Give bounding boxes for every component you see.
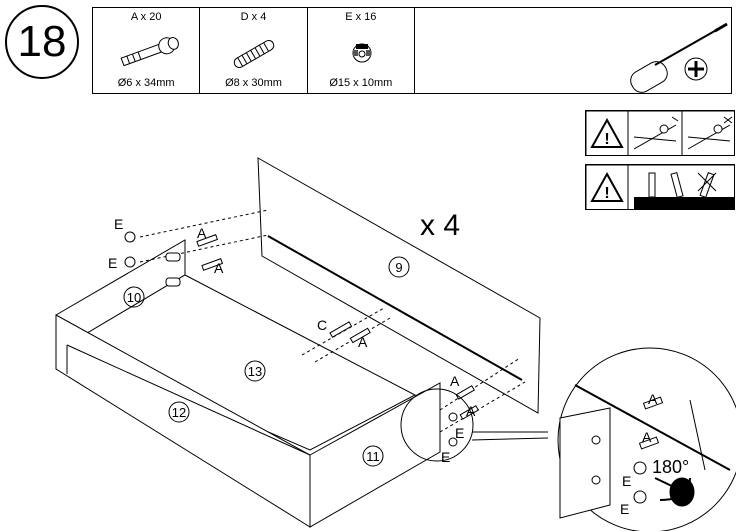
part-e-cell: E x 16 Ø15 x 10mm — [308, 8, 415, 93]
part-d-cell: D x 4 Ø8 x 30mm — [200, 8, 308, 93]
svg-text:!: ! — [604, 185, 609, 202]
panel-13-label: 13 — [248, 364, 262, 379]
zoom-label-a-2: A — [642, 429, 652, 445]
parts-table: A x 20 Ø6 x 34mm D x 4 — [92, 7, 732, 94]
part-e-qty: E x 16 — [345, 11, 377, 23]
panel-11 — [309, 382, 441, 528]
label-a-2: A — [214, 260, 224, 276]
warning-correct-insertion-icon: ! — [585, 110, 735, 156]
part-d-dim: Ø8 x 30mm — [225, 77, 282, 89]
warning-cam-orientation-icon: ! — [585, 164, 735, 210]
part-a-dim: Ø6 x 34mm — [117, 77, 175, 89]
part-d-qty: D x 4 — [240, 11, 267, 23]
label-e-4: E — [441, 449, 450, 465]
label-e-1: E — [114, 216, 123, 232]
label-a-5: A — [466, 403, 476, 419]
label-c: C — [317, 317, 327, 333]
label-e-2: E — [108, 255, 117, 271]
svg-text:!: ! — [604, 131, 609, 148]
label-a-3: A — [358, 334, 368, 350]
rotation-label: 180° — [652, 457, 689, 477]
step-number: 18 — [5, 5, 79, 79]
panel-9-label: 9 — [395, 260, 402, 275]
zoom-label-a-1: A — [648, 391, 658, 407]
wooden-dowel-icon — [234, 40, 275, 68]
cam-lock-icon — [352, 43, 372, 63]
part-a-cell: A x 20 Ø6 x 34mm — [93, 8, 201, 93]
zoom-label-e-2: E — [620, 501, 629, 517]
label-a-4: A — [450, 373, 460, 389]
cam-bolt-icon — [120, 37, 179, 67]
tool-cell — [415, 8, 731, 93]
part-e-dim: Ø15 x 10mm — [329, 77, 393, 89]
zoom-label-e-1: E — [622, 473, 631, 489]
panel-11-label: 11 — [366, 449, 380, 464]
panel-12-label: 12 — [172, 405, 186, 420]
multiplier-label: x 4 — [420, 209, 460, 242]
label-a-1: A — [197, 225, 207, 241]
panel-10-label: 10 — [127, 290, 141, 305]
label-e-3: E — [455, 425, 464, 441]
phillips-screwdriver-icon — [630, 22, 728, 93]
part-a-qty: A x 20 — [130, 11, 162, 23]
